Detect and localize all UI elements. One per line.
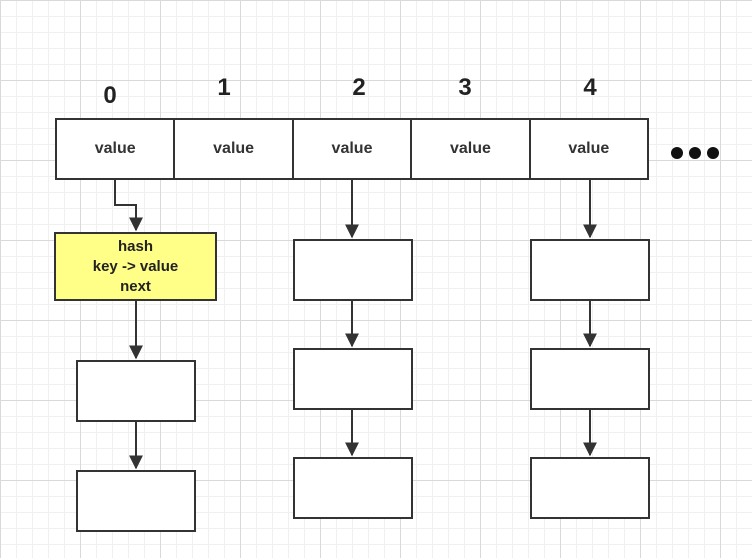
more-buckets-ellipsis xyxy=(671,147,719,159)
chain-node xyxy=(530,348,650,410)
chain-node xyxy=(293,239,413,301)
chain-node xyxy=(530,457,650,519)
chain-node xyxy=(76,360,196,422)
bucket-cell-2: value xyxy=(294,120,413,178)
ellipsis-dot xyxy=(689,147,701,159)
bucket-index-0: 0 xyxy=(103,82,117,109)
bucket-index-2: 2 xyxy=(352,74,366,101)
bucket-cell-4: value xyxy=(568,140,610,157)
bucket-cell-0: value xyxy=(57,120,176,178)
node-hash-label: hash xyxy=(117,237,153,255)
ellipsis-dot xyxy=(707,147,719,159)
bucket-cell-3: value xyxy=(412,120,531,178)
chain-node xyxy=(76,470,196,532)
bucket-cell-1: value xyxy=(175,120,294,178)
chain-node xyxy=(293,457,413,519)
chain-node xyxy=(293,348,413,410)
bucket-index-1: 1 xyxy=(217,74,231,101)
bucket-index-4: 4 xyxy=(583,74,597,101)
node-entry-label: key -> value xyxy=(92,257,179,275)
pointer-arrow xyxy=(114,180,143,232)
bucket-index-3: 3 xyxy=(458,74,472,101)
chain-node xyxy=(530,239,650,301)
bucket-array: value value value value value xyxy=(55,118,649,180)
ellipsis-dot xyxy=(671,147,683,159)
node-next-label: next xyxy=(120,277,151,295)
highlighted-node: hash key -> value next xyxy=(54,232,217,301)
